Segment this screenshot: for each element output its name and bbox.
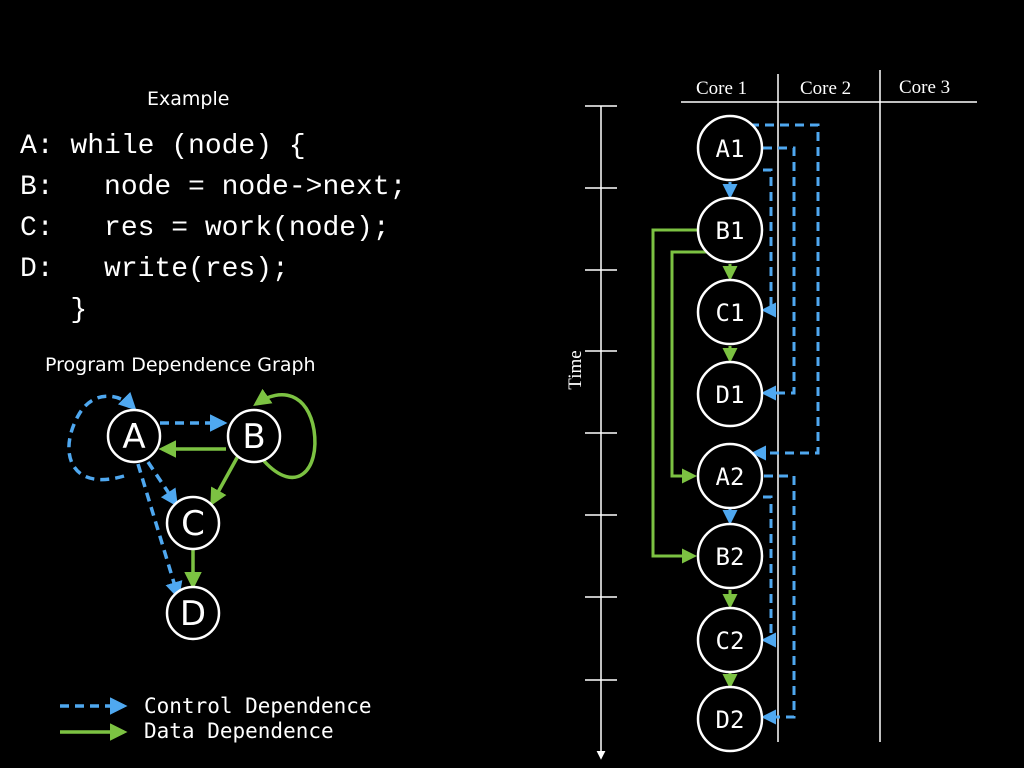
svg-text:C: C [181,504,205,544]
legend-control-label: Control Dependence [144,694,372,718]
pdg-edge-a-d [136,463,183,600]
tl-node-a2: A2 [696,442,764,510]
time-axis [585,105,617,760]
core-1-label: Core 1 [696,78,748,99]
pdg-edge-a-self [67,391,137,482]
svg-text:D1: D1 [716,381,745,409]
core-grid [681,70,977,742]
tl-node-b1: B1 [696,196,764,264]
code-line-b: B: node = node->next; [20,172,407,203]
code-line-close: } [20,295,88,326]
svg-text:D: D [180,594,206,634]
svg-text:A1: A1 [716,135,745,163]
pdg-edges [67,388,317,600]
pdg-edge-b-self [253,388,317,480]
tl-node-c2: C2 [696,606,764,674]
code-line-d: D: write(res); [20,254,289,285]
code-line-c: C: res = work(node); [20,213,390,244]
core-2-label: Core 2 [800,78,852,99]
svg-text:B: B [242,417,265,457]
core-3-label: Core 3 [899,77,951,98]
time-axis-label: Time [565,350,586,389]
pdg-node-a: A [106,408,162,464]
pdg-node-c: C [165,495,221,551]
pdg-node-d: D [165,585,221,641]
code-block: A: while (node) { B: node = node->next; … [20,126,406,331]
legend-data-label: Data Dependence [144,719,334,743]
tl-node-b2: B2 [696,522,764,590]
pdg-edge-a-c [146,461,178,507]
svg-text:C2: C2 [716,627,745,655]
tl-node-a1: A1 [696,114,764,182]
svg-text:A2: A2 [716,463,745,491]
tl-edge-b1-b2 [651,228,698,564]
svg-text:C1: C1 [716,299,745,327]
timeline-data-edges [651,228,738,689]
tl-edge-a1-d1 [761,146,796,401]
tl-edge-b1-a2 [670,250,708,484]
tl-node-c1: C1 [696,278,764,346]
svg-text:D2: D2 [716,706,745,734]
svg-text:A: A [122,417,145,457]
example-title: Example [147,88,230,110]
tl-node-d2: D2 [696,685,764,753]
svg-text:B2: B2 [716,543,745,571]
tl-edge-a2-d2 [761,474,796,725]
pdg-node-b: B [226,408,282,464]
tl-node-d1: D1 [696,360,764,428]
timeline-control-edges [722,123,820,725]
pdg-title: Program Dependence Graph [45,354,316,376]
tl-edge-a1-c1 [761,168,776,318]
tl-edge-a2-c2 [761,495,776,648]
svg-text:B1: B1 [716,217,745,245]
code-line-a: A: while (node) { [20,131,306,162]
pdg-edge-b-c [210,455,240,507]
tl-edge-a1-a2 [750,123,820,461]
